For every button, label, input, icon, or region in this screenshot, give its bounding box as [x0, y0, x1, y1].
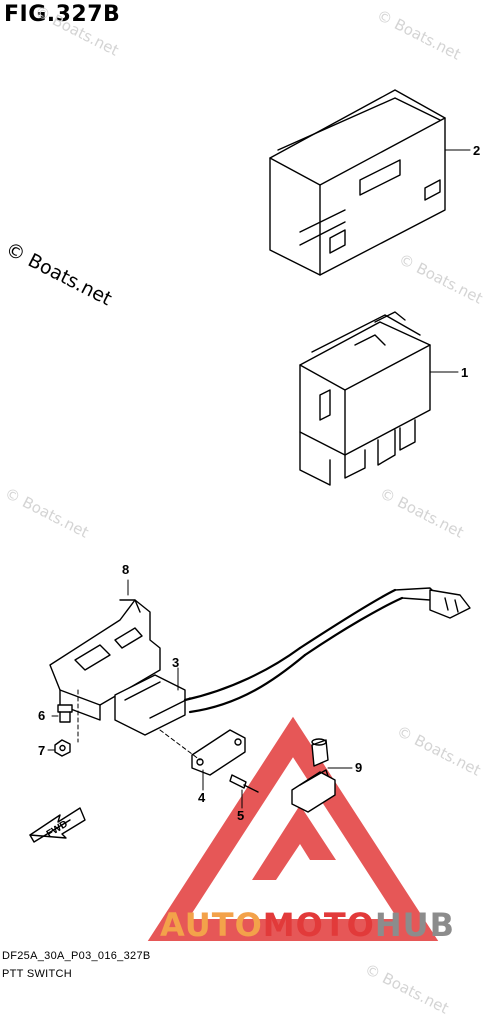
callout-2: 2 [473, 143, 481, 158]
callout-6: 6 [38, 708, 46, 723]
harness-3 [114, 587, 471, 736]
drawing-code: DF25A_30A_P03_016_327B [2, 950, 151, 962]
bracket-8 [49, 579, 161, 721]
relay-1 [299, 311, 459, 486]
logo-text-moto: MOTO [262, 906, 375, 944]
callout-1: 1 [461, 365, 469, 380]
screw-5 [229, 774, 259, 809]
callout-5: 5 [237, 808, 245, 823]
control-unit-2 [269, 89, 471, 276]
bolt-6 [51, 704, 73, 723]
switch-9 [291, 738, 353, 813]
callout-9: 9 [355, 760, 363, 775]
callout-3: 3 [172, 655, 180, 670]
callout-8: 8 [122, 562, 130, 577]
parts-diagram: FWD [29, 89, 471, 941]
logo-triangle [147, 716, 439, 941]
fwd-arrow [29, 807, 86, 843]
callout-4: 4 [198, 790, 206, 805]
nut-7 [47, 739, 71, 757]
brand-logo: AUTOMOTOHUB [160, 906, 455, 944]
logo-text-hub: HUB [374, 906, 456, 944]
plate-4 [191, 729, 246, 791]
logo-text-auto: AUTO [160, 906, 263, 944]
figure-title: FIG.327B [4, 2, 121, 27]
part-name: PTT SWITCH [2, 968, 73, 980]
callout-7: 7 [38, 743, 46, 758]
